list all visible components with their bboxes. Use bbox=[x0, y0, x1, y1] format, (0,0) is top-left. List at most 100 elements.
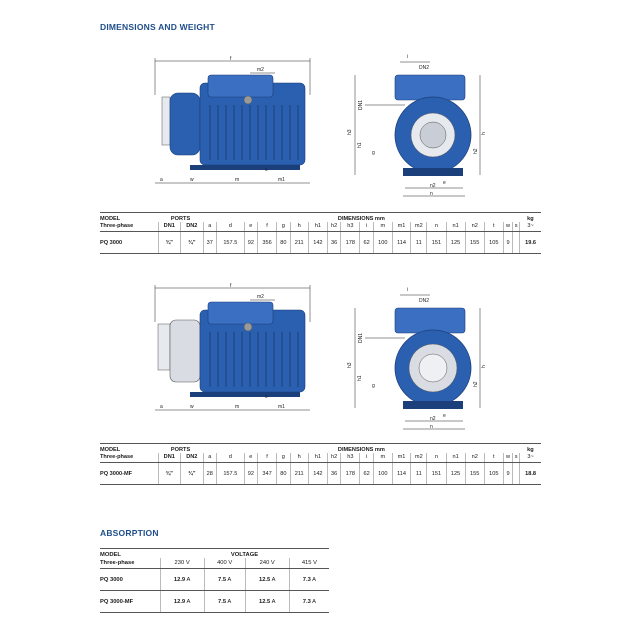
dim-label-h: h bbox=[481, 365, 487, 368]
dim-value: 105 bbox=[483, 231, 504, 254]
dim-col: w bbox=[502, 452, 513, 463]
dim-col: h3 bbox=[340, 452, 360, 463]
phase-header: Three-phase bbox=[100, 452, 158, 463]
dim-value: 105 bbox=[483, 462, 504, 485]
dim-col: s bbox=[512, 452, 520, 463]
dim-col: m bbox=[372, 221, 393, 232]
dim-label-s: s bbox=[265, 394, 268, 400]
dim-col: f bbox=[257, 452, 277, 463]
dim-col: s bbox=[512, 221, 520, 232]
dim-label-dn2: DN2 bbox=[419, 65, 429, 71]
model-header: MODEL bbox=[100, 443, 158, 453]
dim-value: 28 bbox=[202, 462, 217, 485]
dim-col: h bbox=[289, 452, 309, 463]
dim-value: 151 bbox=[426, 462, 447, 485]
absorption-table: MODEL VOLTAGE Three-phase 230 V 400 V 24… bbox=[100, 548, 329, 613]
current-cell: 12.9 A bbox=[159, 568, 205, 591]
port-value: ¾" bbox=[157, 231, 181, 254]
dim-col: i bbox=[359, 452, 374, 463]
dim-value: 37 bbox=[202, 231, 217, 254]
dim-col: h3 bbox=[340, 221, 360, 232]
dim-value: 142 bbox=[307, 231, 328, 254]
dim-col: g bbox=[276, 452, 290, 463]
current-cell: 7.5 A bbox=[203, 590, 246, 613]
kg-sub: 3~ bbox=[519, 221, 541, 232]
dim-col: n bbox=[426, 221, 447, 232]
port-col: DN1 bbox=[157, 221, 181, 232]
voltage-col: 230 V bbox=[159, 557, 205, 569]
dim-value: 211 bbox=[289, 231, 309, 254]
phase-header: Three-phase bbox=[100, 557, 160, 569]
dim-value: 356 bbox=[257, 231, 277, 254]
voltage-header: VOLTAGE bbox=[160, 548, 329, 558]
dim-value: 62 bbox=[359, 462, 374, 485]
dim-label-g: g bbox=[372, 150, 375, 156]
dim-col: m2 bbox=[410, 221, 427, 232]
dim-value: 11 bbox=[410, 231, 427, 254]
dim-label-n: n bbox=[430, 424, 433, 430]
dim-value: 100 bbox=[372, 462, 393, 485]
model-header: MODEL bbox=[100, 548, 160, 558]
voltage-col: 240 V bbox=[244, 557, 290, 569]
dim-label-n2: n2 bbox=[430, 416, 436, 422]
dim-label-e: e bbox=[443, 413, 446, 419]
dim-col: n2 bbox=[464, 221, 485, 232]
dim-label-i: i bbox=[407, 54, 408, 60]
dim-col: m2 bbox=[410, 452, 427, 463]
pump-casing-steel bbox=[169, 319, 201, 383]
dim-label-f: f bbox=[230, 56, 232, 62]
dim-value: 9 bbox=[502, 231, 513, 254]
pump-front-drawing-2: i DN2 DN1 h3 h1 g h2 h e n2 n bbox=[347, 287, 487, 430]
dim-value: 157.5 bbox=[215, 231, 245, 254]
dim-value: 62 bbox=[359, 231, 374, 254]
dim-label-m: m bbox=[235, 177, 239, 183]
dimensions-header: DIMENSIONS mm bbox=[203, 443, 520, 453]
ports-header: PORTS bbox=[158, 443, 204, 453]
pump-side-drawing-2: f m2 a w m m1 s bbox=[154, 283, 311, 411]
dim-label-a: a bbox=[160, 177, 163, 183]
dim-value: 347 bbox=[257, 462, 277, 485]
dim-col: e bbox=[243, 452, 258, 463]
dim-value: 11 bbox=[410, 462, 427, 485]
port-value: ¾" bbox=[180, 231, 204, 254]
dim-value: 80 bbox=[276, 231, 290, 254]
dim-value: 211 bbox=[289, 462, 309, 485]
kg-header: kg bbox=[519, 212, 541, 222]
dim-label-w: w bbox=[190, 404, 194, 410]
dim-col: m1 bbox=[391, 452, 411, 463]
pump-casing bbox=[169, 92, 201, 156]
model-header: MODEL bbox=[100, 212, 158, 222]
dim-label-dn2: DN2 bbox=[419, 298, 429, 304]
dim-label-f: f bbox=[230, 283, 232, 289]
dim-value: 151 bbox=[426, 231, 447, 254]
dim-col: e bbox=[243, 221, 258, 232]
ports-header: PORTS bbox=[158, 212, 204, 222]
dim-label-h: h bbox=[481, 132, 487, 135]
dim-value: 125 bbox=[445, 462, 466, 485]
dim-value-empty bbox=[512, 462, 520, 485]
dim-label-h2: h2 bbox=[473, 381, 479, 387]
dim-label-m: m bbox=[235, 404, 239, 410]
pump-side-drawing-1: f m2 a w m m1 s bbox=[154, 56, 311, 184]
dim-label-dn1: DN1 bbox=[358, 100, 364, 110]
dim-label-h1: h1 bbox=[357, 375, 363, 381]
dim-value: 142 bbox=[307, 462, 328, 485]
current-cell: 12.5 A bbox=[244, 568, 290, 591]
model-name: PQ 3000 bbox=[100, 568, 160, 591]
dim-value: 114 bbox=[391, 231, 411, 254]
absorption-title: ABSORPTION bbox=[100, 528, 159, 538]
dim-label-m2: m2 bbox=[257, 67, 264, 73]
dim-col: w bbox=[502, 221, 513, 232]
dim-col: a bbox=[202, 221, 217, 232]
dim-col: h2 bbox=[326, 221, 341, 232]
dim-value: 114 bbox=[391, 462, 411, 485]
dim-label-h3: h3 bbox=[347, 362, 353, 368]
dim-col: h bbox=[289, 221, 309, 232]
dim-value: 125 bbox=[445, 231, 466, 254]
model-name: PQ 3000-MF bbox=[100, 590, 160, 613]
dim-label-h3: h3 bbox=[347, 129, 353, 135]
dim-col: t bbox=[483, 452, 504, 463]
current-cell: 7.3 A bbox=[288, 568, 329, 591]
dim-col: n1 bbox=[445, 452, 466, 463]
phase-header: Three-phase bbox=[100, 221, 158, 232]
